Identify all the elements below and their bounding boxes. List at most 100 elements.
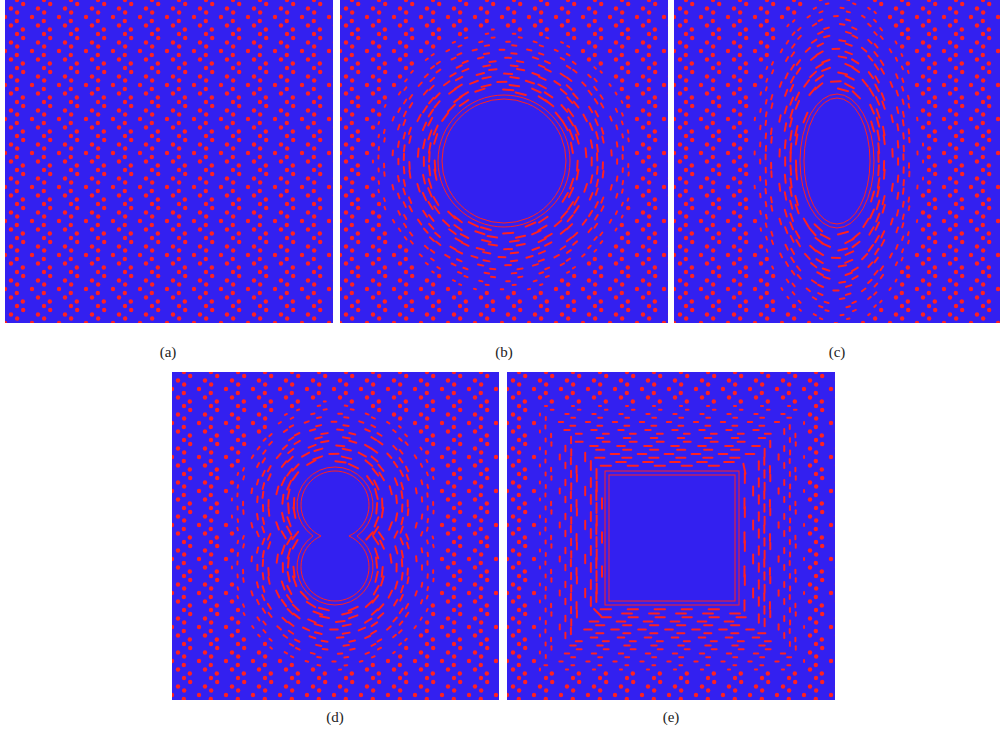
- lattice-dot: [674, 15, 676, 19]
- lattice-dot: [204, 248, 208, 252]
- lattice-dot: [717, 308, 721, 312]
- lattice-dot: [678, 176, 682, 180]
- lattice-dot: [312, 248, 316, 252]
- lattice-dot: [653, 240, 657, 244]
- lattice-dot: [738, 0, 742, 2]
- lattice-dot: [647, 248, 651, 252]
- lattice-dot: [198, 227, 202, 231]
- lattice-dot: [365, 15, 369, 19]
- lattice-dot: [171, 23, 175, 27]
- lattice-dot: [410, 274, 414, 278]
- lattice-dot: [554, 287, 558, 291]
- lattice-dot: [383, 274, 387, 278]
- lattice-dot: [225, 278, 229, 282]
- lattice-dot: [177, 223, 181, 227]
- lattice-dot: [117, 295, 121, 299]
- strained-dot: [457, 65, 462, 67]
- lattice-dot: [344, 295, 348, 299]
- strained-dot: [594, 224, 597, 228]
- strained-dot: [621, 134, 624, 137]
- strained-dot: [448, 105, 455, 112]
- lattice-dot: [711, 270, 715, 274]
- lattice-dot: [452, 23, 456, 27]
- lattice-dot: [377, 32, 381, 36]
- lattice-dot: [252, 23, 256, 27]
- lattice-dot: [210, 95, 214, 99]
- lattice-dot: [711, 19, 715, 23]
- lattice-dot: [678, 40, 682, 44]
- lattice-dot: [75, 206, 79, 210]
- lattice-dot: [231, 32, 235, 36]
- lattice-dot: [306, 159, 310, 163]
- lattice-dot: [404, 316, 408, 320]
- lattice-dot: [344, 91, 348, 95]
- lattice-dot: [252, 312, 256, 316]
- lattice-dot: [699, 151, 703, 155]
- lattice-dot: [57, 49, 61, 53]
- lattice-dot: [365, 117, 369, 121]
- lattice-dot: [560, 23, 564, 27]
- lattice-dot: [690, 129, 694, 133]
- lattice-dot: [15, 66, 19, 70]
- lattice-dot: [350, 121, 354, 125]
- lattice-dot: [285, 0, 289, 2]
- lattice-dot: [204, 223, 208, 227]
- lattice-dot: [96, 168, 100, 172]
- lattice-dot: [327, 321, 331, 323]
- lattice-dot: [285, 202, 289, 206]
- lattice-dot: [711, 146, 715, 150]
- lattice-dot: [711, 168, 715, 172]
- lattice-dot: [279, 295, 283, 299]
- lattice-dot: [231, 44, 235, 48]
- lattice-dot: [15, 155, 19, 159]
- lattice-dot: [285, 146, 289, 150]
- lattice-dot: [21, 299, 25, 303]
- strained-dot: [462, 243, 469, 246]
- lattice-dot: [36, 261, 40, 265]
- lattice-dot: [684, 316, 688, 320]
- lattice-dot: [225, 108, 229, 112]
- strained-dot: [561, 58, 564, 60]
- lattice-dot: [21, 138, 25, 142]
- lattice-dot: [231, 304, 235, 308]
- strained-dot: [621, 216, 624, 218]
- lattice-dot: [572, 274, 576, 278]
- strained-dot: [622, 181, 625, 184]
- lattice-dot: [9, 278, 13, 282]
- lattice-dot: [392, 321, 396, 323]
- lattice-dot: [732, 23, 736, 27]
- lattice-dot: [258, 282, 262, 286]
- lattice-dot: [291, 299, 295, 303]
- lattice-dot: [620, 32, 624, 36]
- lattice-dot: [300, 117, 304, 121]
- lattice-dot: [36, 6, 40, 10]
- lattice-dot: [711, 202, 715, 206]
- strained-dot: [419, 83, 422, 86]
- lattice-dot: [102, 70, 106, 74]
- lattice-dot: [318, 36, 322, 40]
- lattice-dot: [684, 155, 688, 159]
- lattice-dot: [350, 304, 354, 308]
- lattice-dot: [210, 231, 214, 235]
- lattice-dot: [647, 10, 651, 14]
- lattice-dot: [150, 100, 154, 104]
- lattice-dot: [726, 321, 730, 323]
- lattice-dot: [192, 151, 196, 155]
- lattice-dot: [237, 104, 241, 108]
- lattice-dot: [96, 10, 100, 14]
- lattice-dot: [36, 244, 40, 248]
- lattice-dot: [732, 40, 736, 44]
- lattice-dot: [383, 70, 387, 74]
- lattice-dot: [653, 104, 657, 108]
- lattice-dot: [340, 83, 342, 87]
- lattice-dot: [291, 197, 295, 201]
- lattice-dot: [312, 168, 316, 172]
- lattice-dot: [21, 206, 25, 210]
- lattice-dot: [123, 168, 127, 172]
- lattice-dot: [711, 155, 715, 159]
- lattice-dot: [198, 193, 202, 197]
- lattice-dot: [150, 32, 154, 36]
- lattice-dot: [668, 278, 669, 282]
- lattice-dot: [626, 265, 630, 269]
- lattice-dot: [711, 53, 715, 57]
